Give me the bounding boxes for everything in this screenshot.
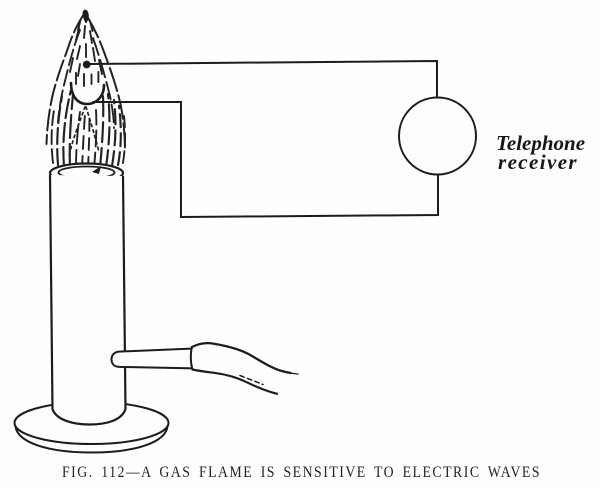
svg-text:receiver: receiver bbox=[498, 150, 578, 174]
svg-text:Telephone: Telephone bbox=[496, 131, 585, 155]
svg-text:FIG. 112—A GAS FLAME IS SENSIT: FIG. 112—A GAS FLAME IS SENSITIVE TO ELE… bbox=[62, 462, 541, 481]
